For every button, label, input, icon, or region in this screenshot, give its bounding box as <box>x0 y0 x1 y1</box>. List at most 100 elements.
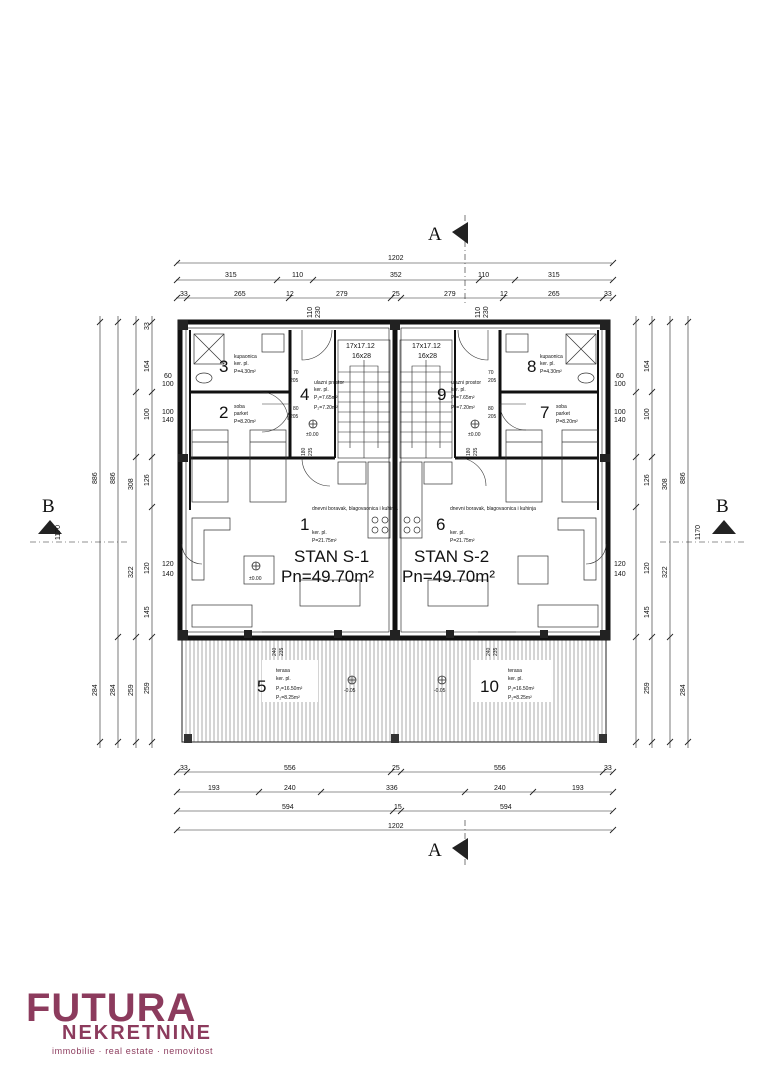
svg-text:P=4.30m²: P=4.30m² <box>234 369 256 375</box>
room-7-bedroom: 7 soba parket P=8.20m² <box>540 403 578 425</box>
svg-text:126: 126 <box>144 474 151 486</box>
section-marker-a-bottom: A <box>428 838 468 861</box>
beds-right <box>505 429 599 503</box>
svg-text:33: 33 <box>604 291 612 298</box>
dimension-lines <box>30 215 745 865</box>
svg-text:126: 126 <box>644 474 651 486</box>
svg-text:1170: 1170 <box>695 525 702 540</box>
section-marker-a-top: A <box>428 222 468 245</box>
svg-text:80: 80 <box>488 406 494 412</box>
svg-text:kupaonica: kupaonica <box>234 354 257 360</box>
svg-text:110: 110 <box>292 272 303 279</box>
svg-text:120: 120 <box>614 561 626 568</box>
futura-logo: FUTURA NEKRETNINE immobilie · real estat… <box>26 988 242 1060</box>
svg-text:kupaonica: kupaonica <box>540 354 563 360</box>
svg-text:322: 322 <box>128 566 135 578</box>
svg-text:10: 10 <box>480 677 499 696</box>
svg-text:Pn=49.70m²: Pn=49.70m² <box>281 567 374 586</box>
svg-text:P₂=8.25m²: P₂=8.25m² <box>508 695 532 701</box>
svg-text:80: 80 <box>293 406 299 412</box>
beds-left <box>191 429 287 503</box>
svg-text:205: 205 <box>488 414 497 420</box>
svg-text:886: 886 <box>680 472 687 484</box>
room-8-bathroom: 8 kupaonica ker. pl. P=4.30m² <box>527 354 563 376</box>
svg-text:±0.00: ±0.00 <box>249 576 262 582</box>
svg-text:110: 110 <box>307 307 314 318</box>
logo-subtitle: NEKRETNINE <box>62 1022 213 1044</box>
svg-text:P₁=7.65m²: P₁=7.65m² <box>314 395 338 401</box>
svg-text:12: 12 <box>286 291 294 298</box>
svg-text:230: 230 <box>315 306 322 318</box>
dimension-labels: 1202 315 110 352 110 315 33 265 12 279 2… <box>55 255 702 830</box>
svg-text:25: 25 <box>392 291 400 298</box>
level-labels: ±0.00 ±0.00 ±0.00 -0.05 -0.05 <box>249 432 481 694</box>
svg-text:164: 164 <box>144 360 151 372</box>
room-10-terrace: 10 terasa ker. pl. P₁=16.50m² P₂=8.25m² <box>480 668 535 701</box>
svg-text:70: 70 <box>488 370 494 376</box>
svg-text:180: 180 <box>466 447 472 456</box>
svg-text:259: 259 <box>128 684 135 696</box>
svg-text:A: A <box>428 840 442 861</box>
svg-text:P₁=16.50m²: P₁=16.50m² <box>276 686 303 692</box>
svg-text:P=21.75m²: P=21.75m² <box>450 538 475 544</box>
svg-text:100: 100 <box>162 381 174 388</box>
svg-text:240: 240 <box>284 785 296 792</box>
svg-text:ker. pl.: ker. pl. <box>508 676 523 682</box>
svg-text:parket: parket <box>556 411 571 417</box>
svg-text:100: 100 <box>144 408 151 420</box>
bathroom-fixtures-left <box>193 333 285 384</box>
svg-text:1170: 1170 <box>55 525 62 540</box>
svg-text:140: 140 <box>614 417 626 424</box>
svg-text:120: 120 <box>162 561 174 568</box>
svg-text:120: 120 <box>644 562 651 574</box>
svg-text:235: 235 <box>493 647 499 656</box>
living-furniture-left <box>191 517 361 628</box>
svg-text:17x17.12: 17x17.12 <box>412 343 441 350</box>
apartment-s2-label: STAN S-2 Pn=49.70m² <box>402 547 495 586</box>
svg-text:33: 33 <box>604 765 612 772</box>
svg-text:ulazni prostor: ulazni prostor <box>451 380 481 386</box>
svg-text:P₂=7.20m²: P₂=7.20m² <box>451 405 475 411</box>
room-5-terrace: 5 terasa ker. pl. P₁=16.50m² P₂=8.25m² <box>257 668 303 701</box>
svg-text:P₂=8.25m²: P₂=8.25m² <box>276 695 300 701</box>
svg-text:140: 140 <box>162 571 174 578</box>
svg-text:STAN S-2: STAN S-2 <box>414 547 489 566</box>
svg-text:120: 120 <box>144 562 151 574</box>
svg-text:100: 100 <box>644 408 651 420</box>
svg-text:284: 284 <box>680 684 687 696</box>
svg-text:5: 5 <box>257 677 266 696</box>
svg-text:ker. pl.: ker. pl. <box>312 530 327 536</box>
svg-text:33: 33 <box>180 765 188 772</box>
svg-text:soba: soba <box>556 404 567 410</box>
svg-text:P=8.20m²: P=8.20m² <box>556 419 578 425</box>
stairs-left <box>337 339 391 459</box>
kitchen-right <box>399 461 453 539</box>
svg-text:336: 336 <box>386 785 398 792</box>
svg-text:4: 4 <box>300 385 309 404</box>
room-6-living: 6 dnevni boravak, blagovaonica i kuhinja… <box>436 506 536 544</box>
svg-text:230: 230 <box>483 306 490 318</box>
svg-text:ker. pl.: ker. pl. <box>450 530 465 536</box>
svg-text:parket: parket <box>234 411 249 417</box>
svg-text:ker. pl.: ker. pl. <box>314 387 329 393</box>
svg-text:140: 140 <box>614 571 626 578</box>
svg-text:259: 259 <box>644 682 651 694</box>
svg-text:±0.00: ±0.00 <box>468 432 481 438</box>
svg-text:308: 308 <box>128 478 135 490</box>
svg-text:8: 8 <box>527 357 536 376</box>
svg-text:P₁=16.50m²: P₁=16.50m² <box>508 686 535 692</box>
svg-text:205: 205 <box>290 378 299 384</box>
svg-text:terasa: terasa <box>276 668 290 674</box>
svg-text:265: 265 <box>234 291 246 298</box>
svg-text:9: 9 <box>437 385 446 404</box>
svg-text:322: 322 <box>662 566 669 578</box>
svg-text:16x28: 16x28 <box>352 353 371 360</box>
svg-text:594: 594 <box>282 804 294 811</box>
svg-text:205: 205 <box>488 378 497 384</box>
svg-text:P=4.30m²: P=4.30m² <box>540 369 562 375</box>
svg-text:145: 145 <box>144 606 151 618</box>
room-1-living: 1 dnevni boravak, blagovaonica i kuhinja… <box>300 506 398 544</box>
svg-text:16x28: 16x28 <box>418 353 437 360</box>
svg-text:2: 2 <box>219 403 228 422</box>
svg-text:1202: 1202 <box>388 823 404 830</box>
